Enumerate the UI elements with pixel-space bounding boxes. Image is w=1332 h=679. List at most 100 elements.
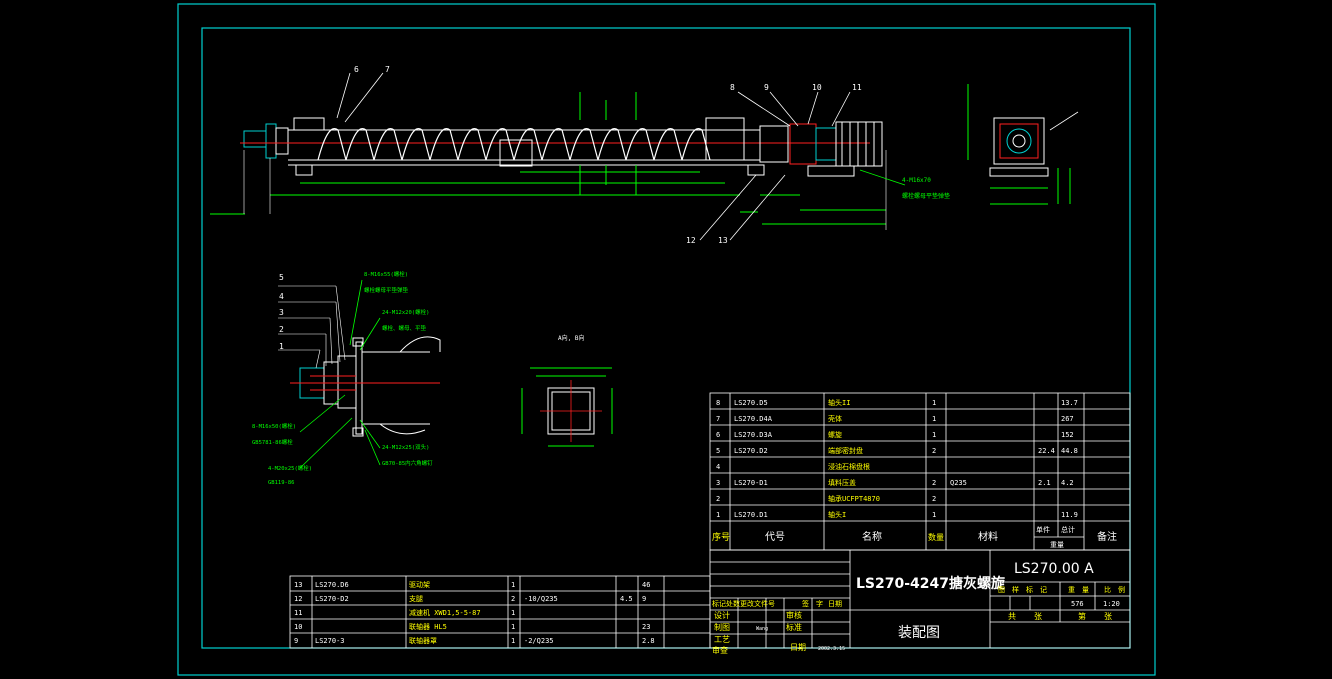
part2-name: 驱动架 [409, 580, 430, 589]
detail-callout-4: 4 [279, 292, 284, 301]
part-total-weight: 152 [1061, 431, 1074, 439]
part-unit-weight: 22.4 [1038, 447, 1055, 455]
weight-value: 576 [1071, 600, 1084, 608]
part-qty: 2 [932, 479, 936, 487]
outer-frame [177, 3, 1156, 676]
hdr-note: 备注 [1097, 530, 1117, 543]
part2-qty: 2 [511, 595, 515, 603]
motor-bolt-note: 4-M16x70 [902, 177, 931, 184]
part2-name: 联轴器罩 [409, 636, 437, 645]
part-unit-weight: 2.1 [1038, 479, 1051, 487]
part-total-weight: 13.7 [1061, 399, 1078, 407]
callout-10: 10 [812, 83, 822, 92]
detail-note-9: 24-M12x25(双头) [382, 443, 429, 451]
part-material: Q235 [950, 479, 967, 487]
tb-draw: 制图 [714, 622, 730, 632]
part-name: 轴头I [828, 510, 846, 519]
detail-note-1: 8-M16x55(螺栓) [364, 270, 408, 278]
part-total-weight: 4.2 [1061, 479, 1074, 487]
callout-6: 6 [354, 65, 359, 74]
tb-sheet-b2: 张 [1104, 612, 1112, 621]
detail-note-10: GB70-85内六角螺钉 [382, 459, 433, 467]
detail-callout-3: 3 [279, 308, 284, 317]
tb-rev4: 日期 [828, 600, 842, 608]
flight-turn [541, 128, 571, 161]
part2-name: 支腿 [409, 594, 423, 603]
detail-note-8: GB119-86 [268, 480, 295, 486]
tb-date: 日期 [790, 643, 806, 652]
tb-rev: 标记处数更改文件号 [712, 599, 775, 608]
tb-std: 标准 [786, 622, 802, 632]
tb-check: 审核 [786, 610, 802, 620]
flange-view [521, 367, 613, 447]
title-block-grid [709, 549, 1131, 649]
main-assembly-view [210, 72, 906, 241]
title-sub: 装配图 [898, 625, 940, 641]
tb-design: 设计 [714, 610, 730, 620]
parts-table-2-grid [289, 575, 711, 649]
flight-turn [401, 128, 431, 161]
part-code: LS270.D5 [734, 399, 768, 407]
part-total-weight: 267 [1061, 415, 1074, 423]
part-no: 5 [716, 447, 720, 455]
part2-qty: 1 [511, 637, 515, 645]
tb-rev3: 字 [816, 599, 823, 608]
flight-turn [513, 128, 543, 161]
tb-h5: 重 [1068, 586, 1075, 594]
hdr-w2: 总计 [1061, 525, 1075, 534]
tb-h1: 图 [998, 586, 1005, 594]
part-code: LS270.D4A [734, 415, 773, 423]
part-code: LS270.D2 [734, 447, 768, 455]
part-no: 2 [716, 495, 720, 503]
detail-note-6: GB5781-86螺栓 [252, 438, 293, 446]
part2-qty: 1 [511, 609, 515, 617]
tb-rev2: 签 [802, 599, 809, 608]
detail-note-7: 4-M20x25(螺栓) [268, 464, 312, 472]
title-name: LS270-4247搪灰螺旋 [856, 575, 1006, 592]
detail-callout-2: 2 [279, 325, 284, 334]
part2-code: LS270-D2 [315, 595, 349, 603]
part-no: 4 [716, 463, 720, 471]
part-total-weight: 44.8 [1061, 447, 1078, 455]
hdr-weight: 重量 [1050, 541, 1064, 549]
tb-h2: 样 [1012, 585, 1019, 594]
detail-note-5: 8-M16x50(螺栓) [252, 422, 296, 430]
detail-callout-5: 5 [279, 273, 284, 282]
part-name: 填料压盖 [828, 478, 856, 487]
tb-h4: 记 [1040, 586, 1047, 594]
part2-total-weight: 2.8 [642, 637, 655, 645]
flight-turn [373, 128, 403, 161]
bearing-detail-view [278, 279, 441, 469]
part2-material: -2/Q235 [524, 637, 554, 645]
hdr-qty: 数量 [928, 532, 944, 542]
tb-h6: 量 [1082, 586, 1089, 594]
flight-turn [569, 128, 599, 161]
part2-no: 9 [294, 637, 298, 645]
scale-value: 1:20 [1103, 600, 1120, 608]
screw-flight [317, 128, 711, 161]
part2-no: 13 [294, 581, 302, 589]
end-view [967, 84, 1079, 205]
part-code: LS270-D1 [734, 479, 768, 487]
part-code: LS270.D3A [734, 431, 773, 439]
callout-9: 9 [764, 83, 769, 92]
part-name: 壳体 [828, 414, 842, 423]
part2-material: -10/Q235 [524, 595, 558, 603]
callout-12: 12 [686, 236, 696, 245]
part-no: 6 [716, 431, 720, 439]
part-total-weight: 11.9 [1061, 511, 1078, 519]
flange-view-label: A向, B向 [558, 334, 584, 342]
motor-bolt-note-2: 螺栓螺母平垫弹垫 [902, 192, 950, 200]
part2-qty: 1 [511, 623, 515, 631]
part2-no: 10 [294, 623, 302, 631]
part-qty: 1 [932, 431, 936, 439]
part2-no: 12 [294, 595, 302, 603]
part-qty: 1 [932, 511, 936, 519]
part2-unit-weight: 4.5 [620, 595, 633, 603]
part-code: LS270.D1 [734, 511, 768, 519]
hdr-code: 代号 [765, 531, 785, 543]
part2-code: LS270-3 [315, 637, 345, 645]
